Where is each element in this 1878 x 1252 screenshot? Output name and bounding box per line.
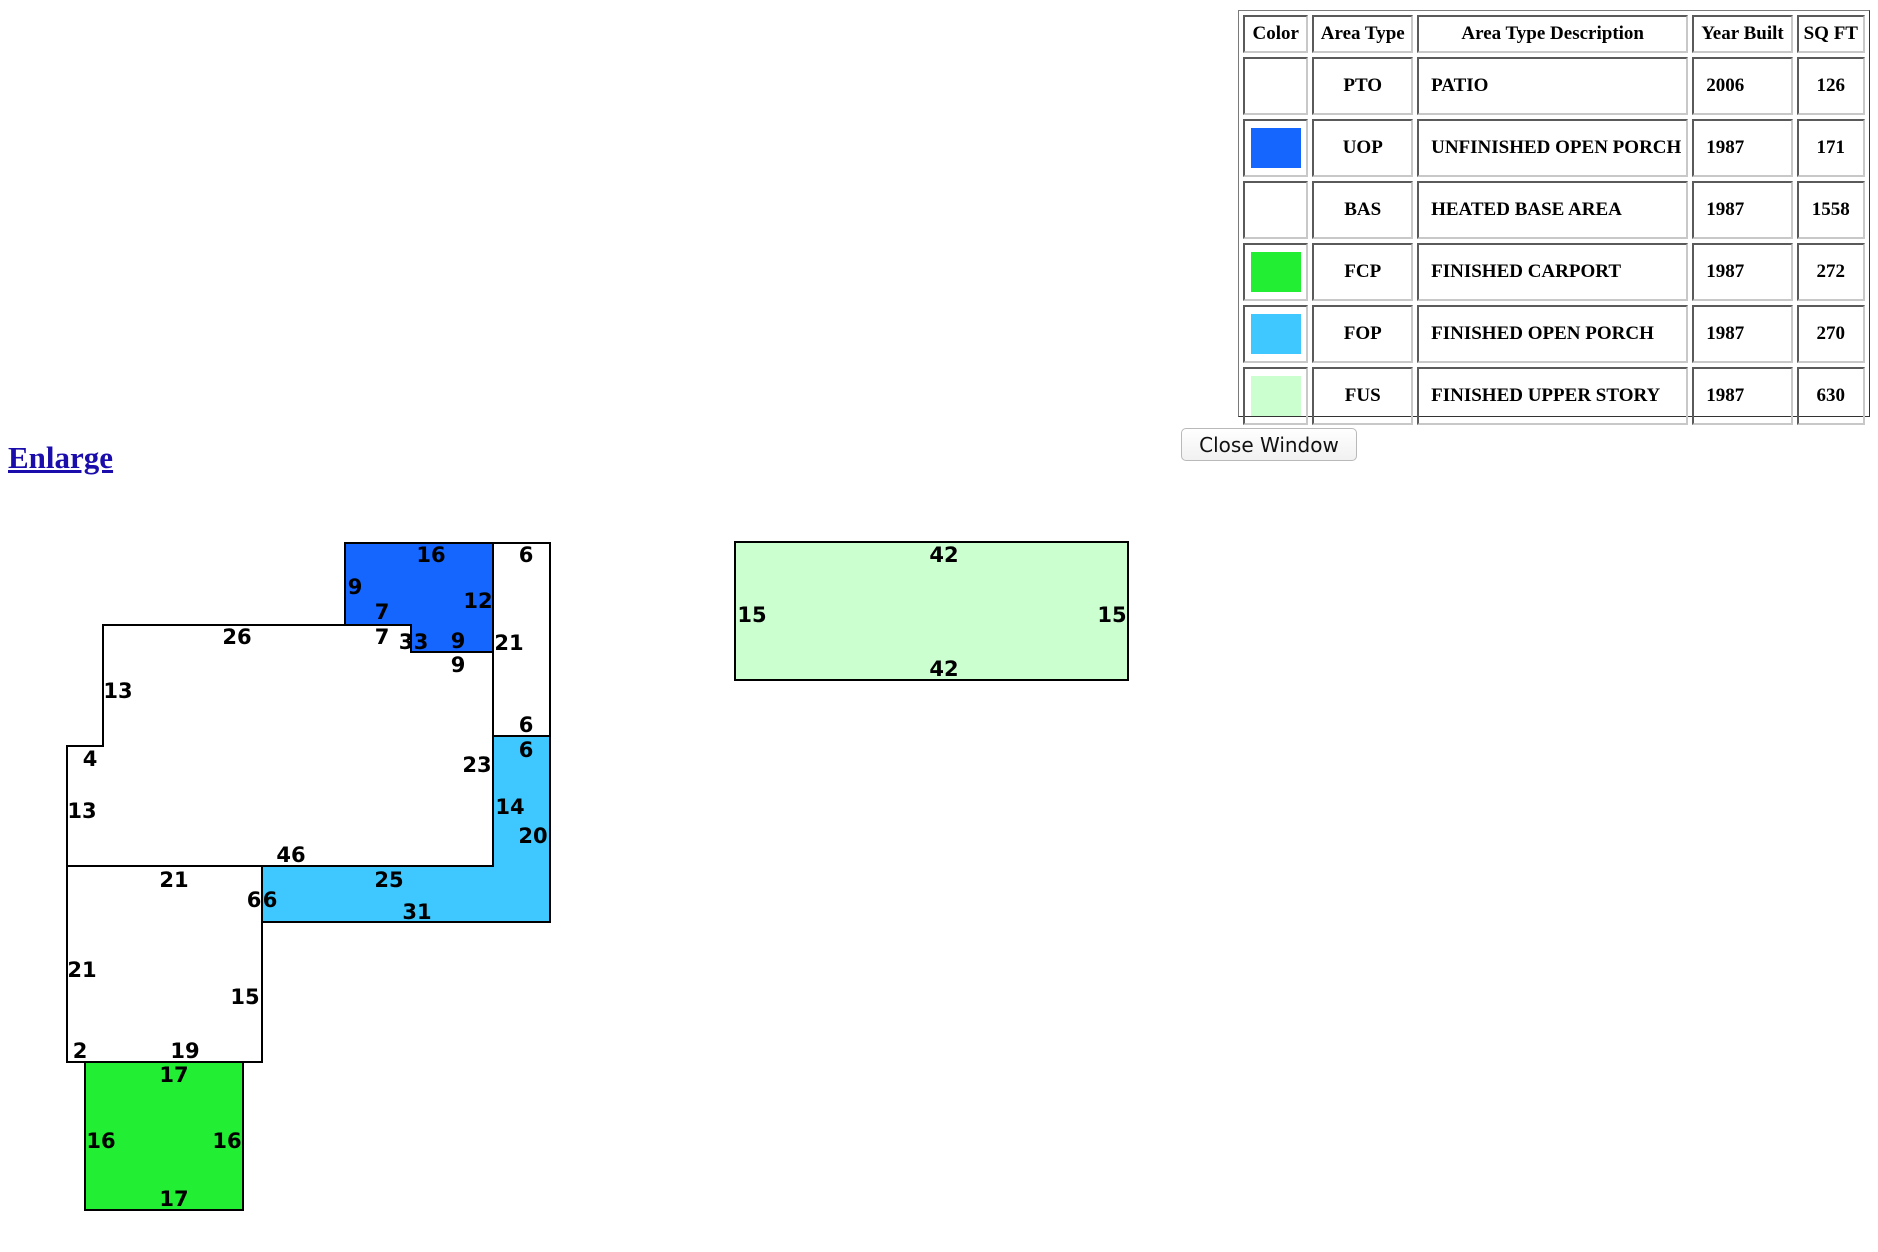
area-type-description: FINISHED UPPER STORY bbox=[1417, 367, 1689, 425]
legend-header-row: Color Area Type Area Type Description Ye… bbox=[1243, 15, 1865, 53]
color-cell bbox=[1243, 181, 1309, 239]
dimension-label: 25 bbox=[374, 868, 403, 892]
area-type-code: FUS bbox=[1312, 367, 1414, 425]
year-built: 1987 bbox=[1692, 119, 1793, 177]
dimension-label: 23 bbox=[462, 753, 491, 777]
dimension-label: 7 bbox=[375, 625, 390, 649]
header-year-built: Year Built bbox=[1692, 15, 1793, 53]
dimension-label: 3 bbox=[399, 630, 414, 654]
square-feet: 171 bbox=[1796, 119, 1865, 177]
legend-row: PTO PATIO 2006 126 bbox=[1243, 57, 1865, 115]
fus-area bbox=[734, 541, 1129, 681]
square-feet: 630 bbox=[1796, 367, 1865, 425]
dimension-label: 42 bbox=[929, 657, 958, 681]
color-swatch bbox=[1250, 252, 1301, 292]
dimension-label: 4 bbox=[83, 747, 98, 771]
header-area-description: Area Type Description bbox=[1417, 15, 1689, 53]
dimension-label: 6 bbox=[263, 888, 278, 912]
square-feet: 126 bbox=[1796, 57, 1865, 115]
dimension-label: 15 bbox=[1097, 603, 1126, 627]
square-feet: 270 bbox=[1796, 305, 1865, 363]
area-type-description: PATIO bbox=[1417, 57, 1689, 115]
legend-row: FOP FINISHED OPEN PORCH 1987 270 bbox=[1243, 305, 1865, 363]
dimension-label: 21 bbox=[159, 868, 188, 892]
fcp-area bbox=[84, 1061, 244, 1211]
year-built: 1987 bbox=[1692, 243, 1793, 301]
legend-row: UOP UNFINISHED OPEN PORCH 1987 171 bbox=[1243, 119, 1865, 177]
dimension-label: 17 bbox=[159, 1063, 188, 1087]
close-window-button[interactable]: Close Window bbox=[1181, 428, 1357, 461]
dimension-label: 14 bbox=[495, 795, 524, 819]
color-swatch bbox=[1250, 128, 1301, 168]
dimension-label: 9 bbox=[348, 575, 363, 599]
dimension-label: 19 bbox=[170, 1039, 199, 1063]
area-type-code: PTO bbox=[1312, 57, 1414, 115]
dimension-label: 31 bbox=[402, 900, 431, 924]
area-type-description: FINISHED CARPORT bbox=[1417, 243, 1689, 301]
dimension-label: 20 bbox=[518, 824, 547, 848]
dimension-label: 13 bbox=[103, 679, 132, 703]
dimension-label: 16 bbox=[86, 1129, 115, 1153]
dimension-label: 21 bbox=[494, 631, 523, 655]
dimension-label: 12 bbox=[463, 589, 492, 613]
dimension-label: 9 bbox=[451, 653, 466, 677]
fop-area bbox=[261, 735, 551, 923]
area-type-code: FOP bbox=[1312, 305, 1414, 363]
dimension-label: 17 bbox=[159, 1187, 188, 1211]
year-built: 1987 bbox=[1692, 181, 1793, 239]
year-built: 1987 bbox=[1692, 305, 1793, 363]
uop-area bbox=[344, 542, 494, 653]
year-built: 2006 bbox=[1692, 57, 1793, 115]
dimension-label: 46 bbox=[276, 843, 305, 867]
dimension-label: 2 bbox=[73, 1039, 88, 1063]
color-cell bbox=[1243, 243, 1309, 301]
color-cell bbox=[1243, 305, 1309, 363]
bas-wing-area bbox=[66, 865, 263, 1063]
dimension-label: 21 bbox=[67, 958, 96, 982]
area-type-description: FINISHED OPEN PORCH bbox=[1417, 305, 1689, 363]
color-cell bbox=[1243, 119, 1309, 177]
color-swatch bbox=[1250, 376, 1301, 416]
header-area-type: Area Type bbox=[1312, 15, 1414, 53]
area-legend-table: Color Area Type Area Type Description Ye… bbox=[1238, 10, 1870, 425]
bas-main-area bbox=[66, 624, 494, 867]
color-cell bbox=[1243, 367, 1309, 425]
dimension-label: 13 bbox=[67, 799, 96, 823]
area-type-description: HEATED BASE AREA bbox=[1417, 181, 1689, 239]
dimension-label: 6 bbox=[519, 738, 534, 762]
dimension-label: 26 bbox=[222, 625, 251, 649]
legend-row: FUS FINISHED UPPER STORY 1987 630 bbox=[1243, 367, 1865, 425]
dimension-label: 6 bbox=[247, 888, 262, 912]
legend-row: FCP FINISHED CARPORT 1987 272 bbox=[1243, 243, 1865, 301]
area-type-code: FCP bbox=[1312, 243, 1414, 301]
enlarge-link[interactable]: Enlarge bbox=[8, 440, 114, 475]
dimension-label: 16 bbox=[212, 1129, 241, 1153]
dimension-label: 7 bbox=[375, 600, 390, 624]
header-color: Color bbox=[1243, 15, 1309, 53]
square-feet: 1558 bbox=[1796, 181, 1865, 239]
dimension-label: 6 bbox=[519, 543, 534, 567]
dimension-label: 15 bbox=[230, 985, 259, 1009]
color-cell bbox=[1243, 57, 1309, 115]
area-type-description: UNFINISHED OPEN PORCH bbox=[1417, 119, 1689, 177]
dimension-label: 9 bbox=[451, 629, 466, 653]
header-sq-ft: SQ FT bbox=[1796, 15, 1865, 53]
area-type-code: UOP bbox=[1312, 119, 1414, 177]
dimension-label: 3 bbox=[414, 630, 429, 654]
year-built: 1987 bbox=[1692, 367, 1793, 425]
dimension-label: 6 bbox=[519, 713, 534, 737]
color-swatch bbox=[1250, 314, 1301, 354]
area-type-code: BAS bbox=[1312, 181, 1414, 239]
dimension-label: 42 bbox=[929, 543, 958, 567]
square-feet: 272 bbox=[1796, 243, 1865, 301]
dimension-label: 15 bbox=[737, 603, 766, 627]
dimension-label: 16 bbox=[416, 543, 445, 567]
legend-row: BAS HEATED BASE AREA 1987 1558 bbox=[1243, 181, 1865, 239]
